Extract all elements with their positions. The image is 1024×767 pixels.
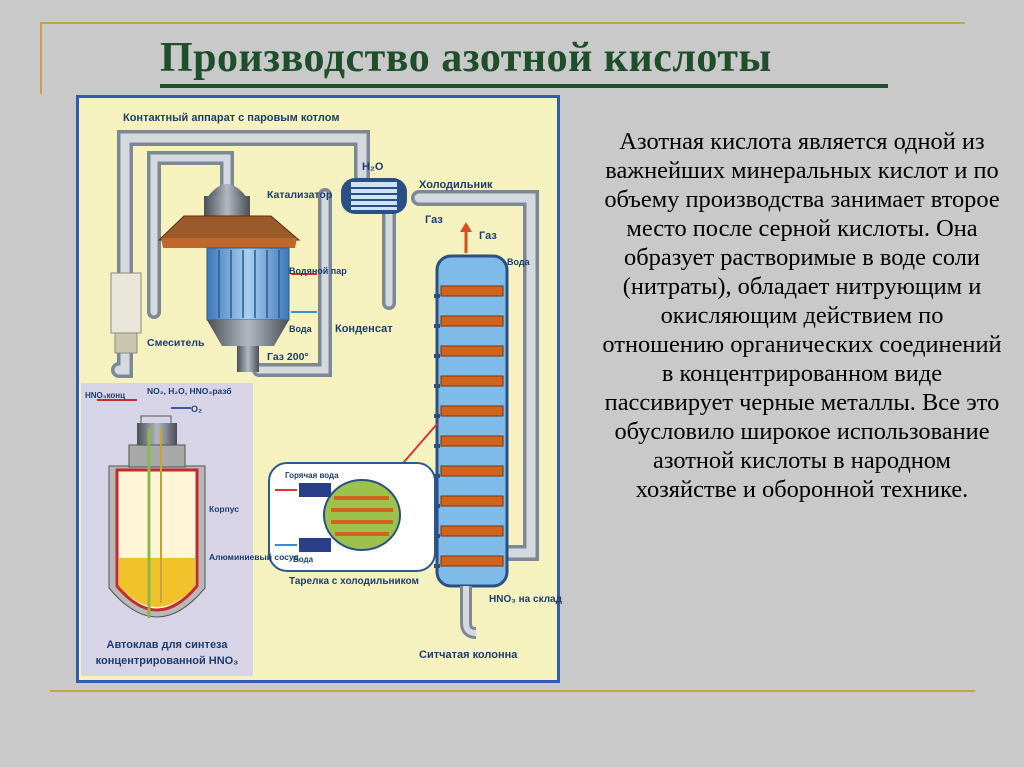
label-gas: Газ <box>425 214 443 226</box>
sieve-column <box>434 222 509 639</box>
pipe-network <box>111 130 539 561</box>
contact-apparatus <box>157 184 317 372</box>
label-autoclave-caption-2: концентрированной HNO₃ <box>96 655 239 667</box>
slide-title: Производство азотной кислоты <box>160 35 772 81</box>
label-body: Корпус <box>209 504 239 514</box>
label-gas-200: Газ 200° <box>267 351 309 363</box>
frame-top-line <box>40 22 965 24</box>
autoclave-panel <box>81 383 253 676</box>
label-hot-water: Горячая вода <box>285 471 339 480</box>
description-text: Азотная кислота является одной из важней… <box>602 128 1002 503</box>
column-trays <box>440 285 504 567</box>
label-cooler: Холодильник <box>419 179 493 191</box>
label-autoclave-inputs: NO₂, H₂O, HNO₃разб <box>147 386 232 396</box>
label-sieve-column: Ситчатая колонна <box>419 649 518 661</box>
label-condensate: Конденсат <box>335 323 393 335</box>
label-hno3-storage: HNO₃ на склад <box>489 594 563 605</box>
title-underline <box>160 84 888 88</box>
tray-cooler-inset <box>268 462 436 572</box>
label-gas-top: Газ <box>479 230 497 242</box>
label-water: Вода <box>289 324 313 334</box>
label-autoclave-caption-1: Автоклав для синтеза <box>107 639 229 651</box>
mixer <box>110 272 142 354</box>
label-tray-cooler: Тарелка с холодильником <box>289 576 419 587</box>
label-water-steam: Водяной пар <box>289 266 347 276</box>
label-catalyst: Катализатор <box>267 189 332 201</box>
label-mixer: Смеситель <box>147 337 205 349</box>
label-al-vessel: Алюминиевый сосуд <box>209 552 299 562</box>
label-water-inset: Вода <box>293 555 314 564</box>
label-water-column: Вода <box>507 257 531 267</box>
frame-left-line <box>40 22 42 94</box>
label-contact-apparatus: Контактный аппарат с паровым котлом <box>123 112 339 124</box>
process-diagram: Контактный аппарат с паровым котлом Ката… <box>76 95 563 683</box>
label-o2: O₂ <box>191 404 202 414</box>
label-hno3-conc: HNO₃конц <box>85 391 125 400</box>
cooler <box>341 178 407 214</box>
frame-bottom-line <box>50 690 975 692</box>
label-h2o: H₂O <box>362 161 384 173</box>
